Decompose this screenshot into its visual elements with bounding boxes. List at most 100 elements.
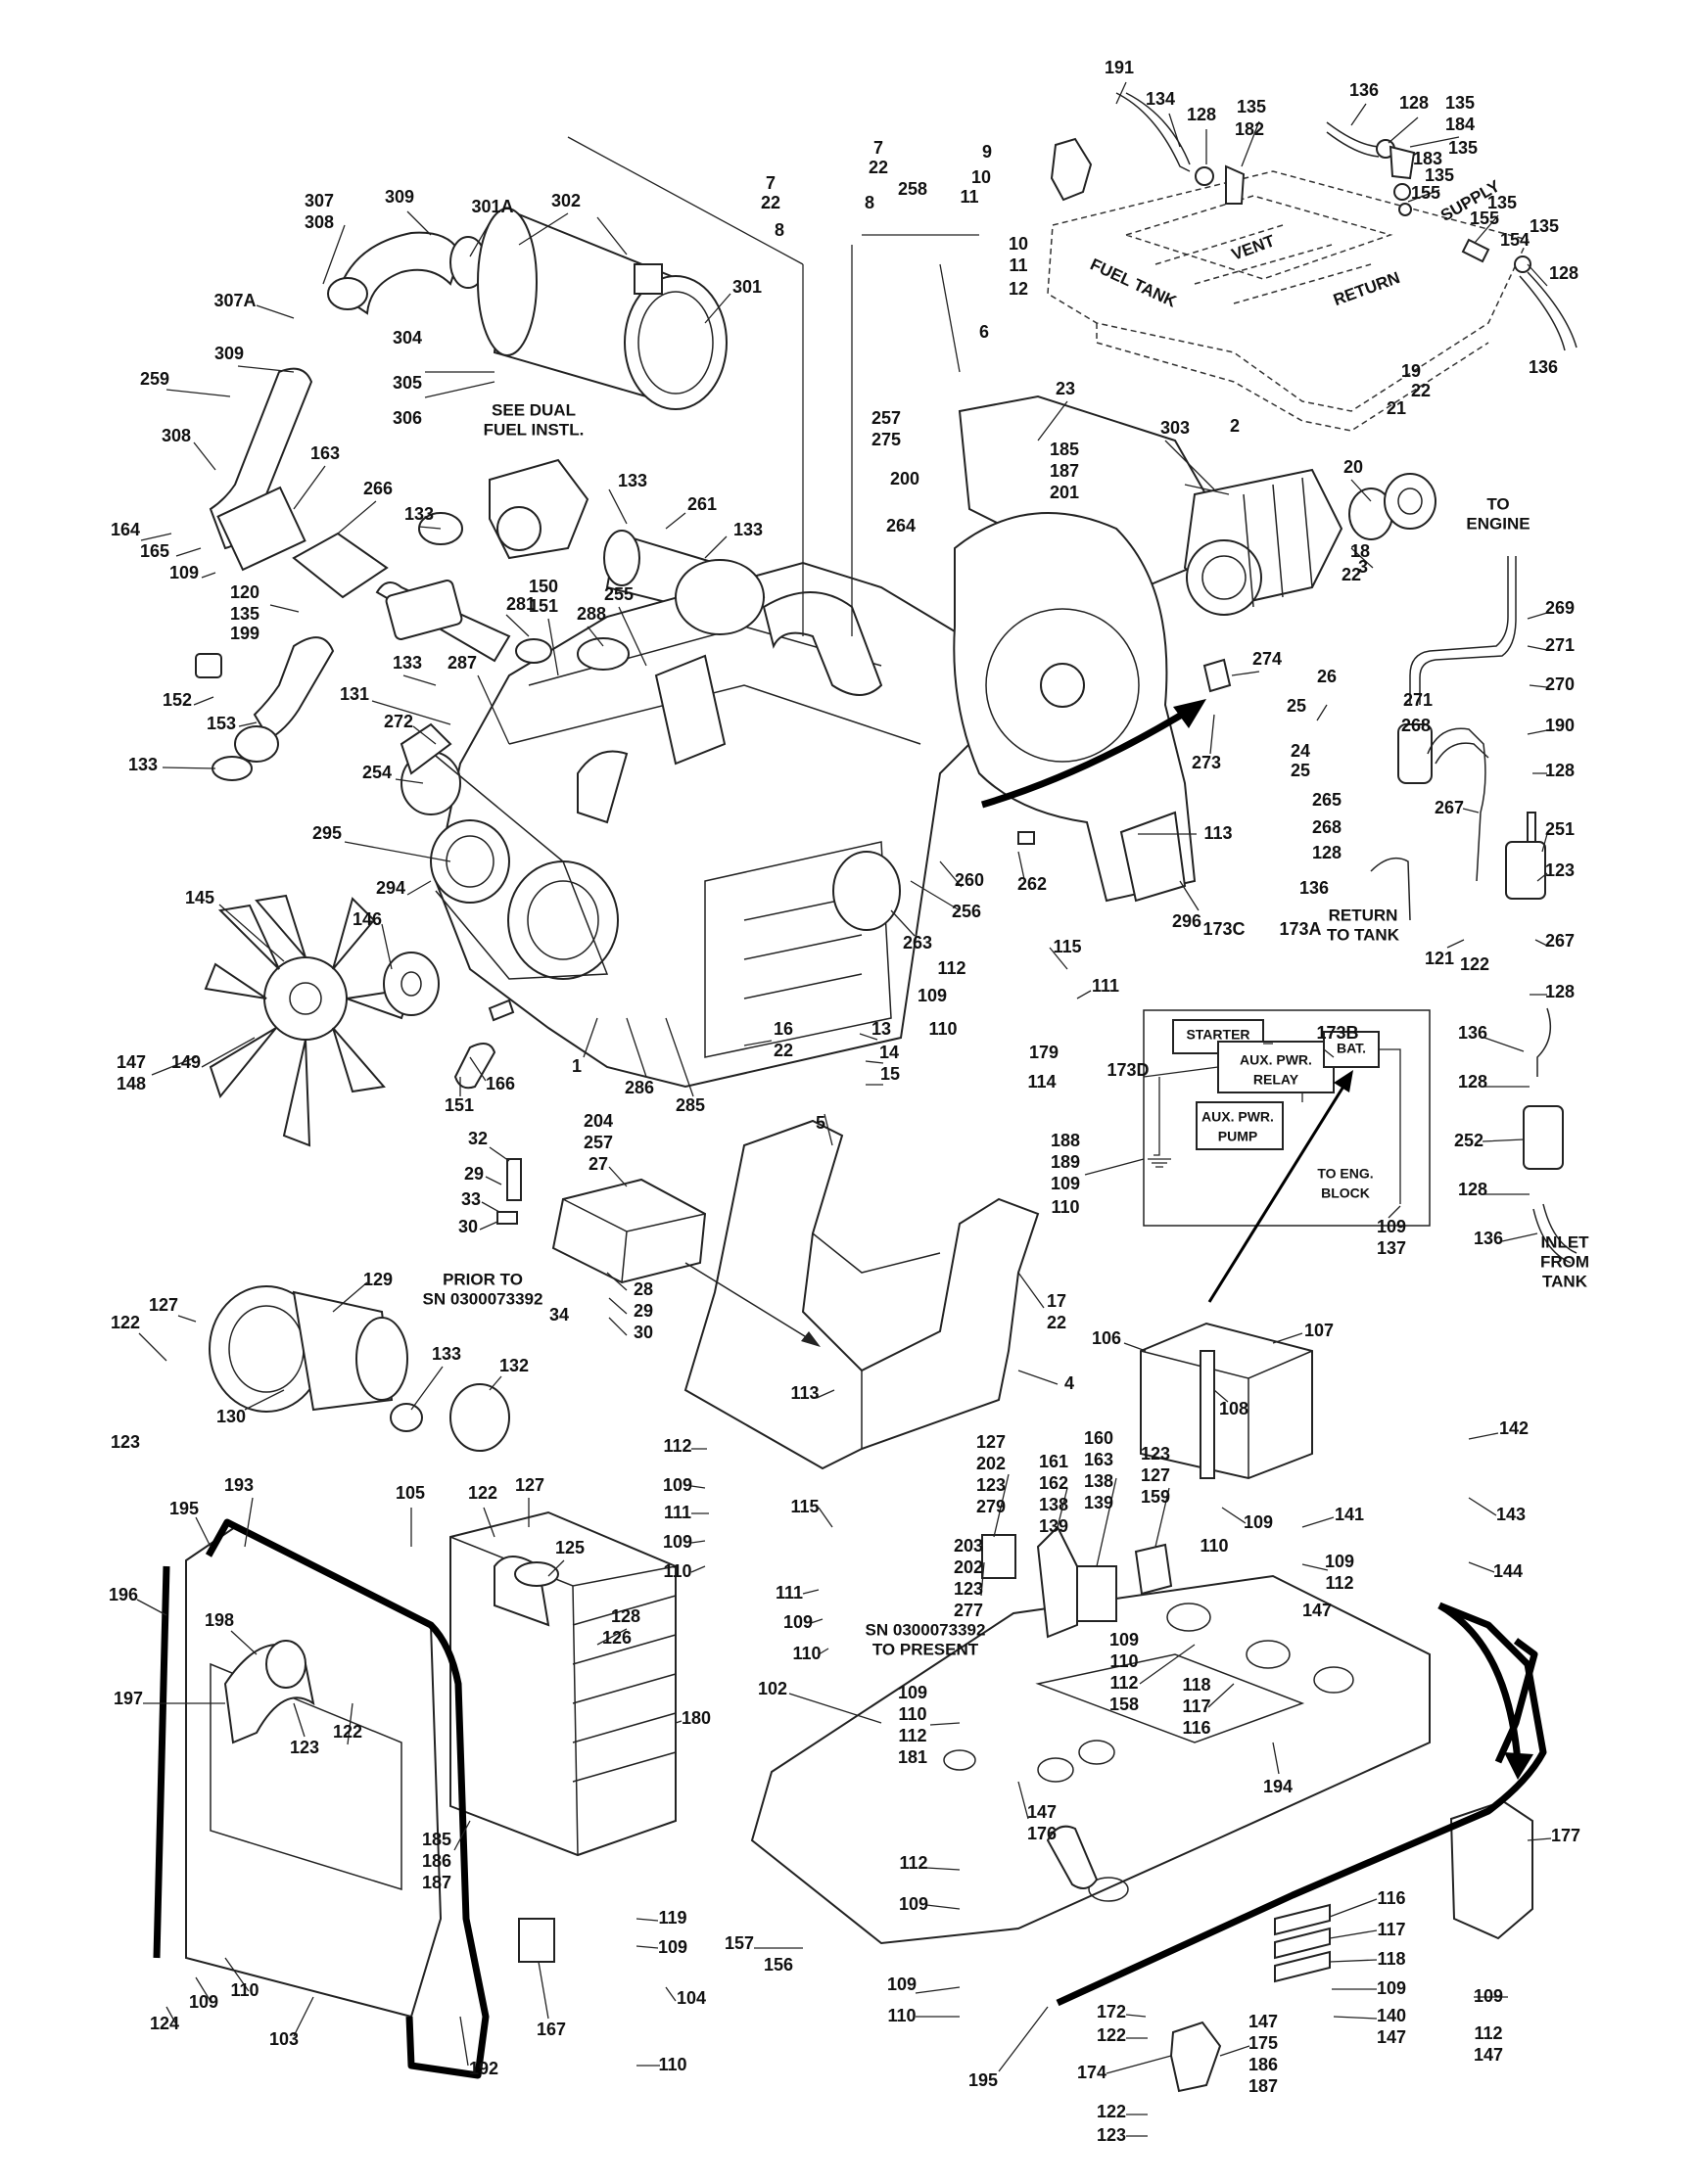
schematic-label: RELAY (1253, 1072, 1299, 1088)
part-callout: 189 (1051, 1152, 1080, 1172)
part-callout: 1 (572, 1056, 582, 1076)
schematic-label: STARTER (1186, 1027, 1249, 1043)
part-callout: 111 (776, 1583, 803, 1603)
part-callout: 119 (658, 1908, 686, 1928)
part-callout: 110 (928, 1019, 957, 1039)
part-callout: 182 (1235, 119, 1264, 139)
part-callout: 111 (1092, 976, 1119, 996)
part-callout: 262 (1017, 874, 1047, 894)
part-callout: 308 (305, 212, 334, 232)
part-callout: 110 (1051, 1197, 1079, 1217)
part-callout: 21 (1387, 398, 1406, 418)
part-callout: 164 (111, 520, 140, 539)
part-callout: 7 (766, 173, 776, 193)
part-callout: 187 (1050, 461, 1079, 481)
part-callout: 138 (1084, 1471, 1113, 1491)
part-callout: 258 (898, 179, 927, 199)
part-callout: 166 (486, 1074, 515, 1093)
part-callout: 155 (1470, 209, 1499, 228)
part-callout: 174 (1077, 2063, 1106, 2082)
part-callout: 133 (404, 504, 434, 524)
part-callout: 24 (1291, 741, 1310, 761)
part-callout: 4 (1064, 1373, 1074, 1393)
part-callout: 112 (899, 1853, 927, 1873)
part-callout: 22 (761, 193, 780, 212)
part-callout: 105 (396, 1483, 425, 1503)
part-callout: 122 (1097, 2025, 1126, 2045)
part-callout: 266 (363, 479, 393, 498)
diagram-note: TO PRESENT (872, 1640, 979, 1658)
part-callout: 285 (676, 1095, 705, 1115)
part-callout: 155 (1411, 183, 1440, 203)
part-callout: 268 (1312, 817, 1342, 837)
part-callout: 185 (422, 1830, 451, 1849)
part-callout: 181 (898, 1747, 927, 1767)
schematic-label: PUMP (1218, 1129, 1257, 1144)
part-callout: 264 (886, 516, 916, 535)
part-callout: 196 (109, 1585, 138, 1604)
part-callout: 112 (1474, 2023, 1502, 2043)
part-callout: 184 (1445, 115, 1475, 134)
part-callout: 177 (1551, 1826, 1580, 1845)
part-callout: 204 (584, 1111, 613, 1131)
part-callout: 122 (333, 1722, 362, 1742)
part-callout: 109 (1474, 1986, 1503, 2006)
part-callout: 152 (163, 690, 192, 710)
part-callout: 141 (1335, 1505, 1364, 1524)
part-callout: 309 (385, 187, 414, 207)
part-callout: 129 (363, 1270, 393, 1289)
part-callout: 131 (340, 684, 369, 704)
part-callout: 260 (955, 870, 984, 890)
leader-lines (136, 81, 1552, 2137)
part-callout: 123 (1097, 2125, 1126, 2145)
part-callout: 133 (733, 520, 763, 539)
part-callout: 157 (725, 1933, 754, 1953)
part-callout: 135 (1448, 138, 1478, 158)
part-callout: 109 (918, 986, 947, 1005)
part-callout: 135 (1445, 93, 1475, 113)
part-callout: 27 (589, 1154, 608, 1174)
part-callout: 136 (1458, 1023, 1487, 1043)
part-callout: 9 (982, 142, 992, 162)
part-callout: 109 (783, 1612, 813, 1632)
part-callout: 255 (604, 584, 634, 604)
wiring-schematic (1143, 1009, 1431, 1227)
diagram-note: SN 0300073392 (866, 1620, 986, 1639)
part-callout: 145 (185, 888, 214, 907)
part-callout: 132 (499, 1356, 529, 1375)
part-callout: 274 (1252, 649, 1282, 669)
part-callout: 128 (1187, 105, 1216, 124)
part-callout: 203 (954, 1536, 983, 1556)
part-callout: 123 (976, 1475, 1006, 1495)
part-callout: 128 (1458, 1072, 1487, 1092)
part-callout: 159 (1141, 1487, 1170, 1507)
part-callout: 279 (976, 1497, 1006, 1516)
part-callout: 112 (1325, 1573, 1353, 1593)
part-callout: 32 (468, 1129, 488, 1148)
part-callout: 110 (1200, 1536, 1228, 1556)
part-callout: 110 (1109, 1651, 1138, 1671)
fan-drawing (204, 894, 440, 1147)
part-callout: 163 (1084, 1450, 1113, 1469)
assembly-arrows (684, 699, 1533, 1780)
part-callout: 30 (458, 1217, 478, 1236)
part-callout: 193 (224, 1475, 254, 1495)
diagram-note: SN 0300073392 (423, 1289, 543, 1308)
part-callout: 180 (682, 1708, 711, 1728)
part-callout: 120 (230, 582, 259, 602)
part-callout: 179 (1029, 1043, 1059, 1062)
part-callout: 123 (954, 1579, 983, 1599)
part-callout: 202 (954, 1557, 983, 1577)
part-callout: 302 (551, 191, 581, 210)
part-callout: 307 (305, 191, 334, 210)
part-callout: 135 (1237, 97, 1266, 116)
part-callout: 275 (871, 430, 901, 449)
part-callout: 135 (1425, 165, 1454, 185)
part-callout: 202 (976, 1454, 1006, 1473)
part-callout: 286 (625, 1078, 654, 1097)
part-callout: 110 (230, 1980, 259, 2000)
